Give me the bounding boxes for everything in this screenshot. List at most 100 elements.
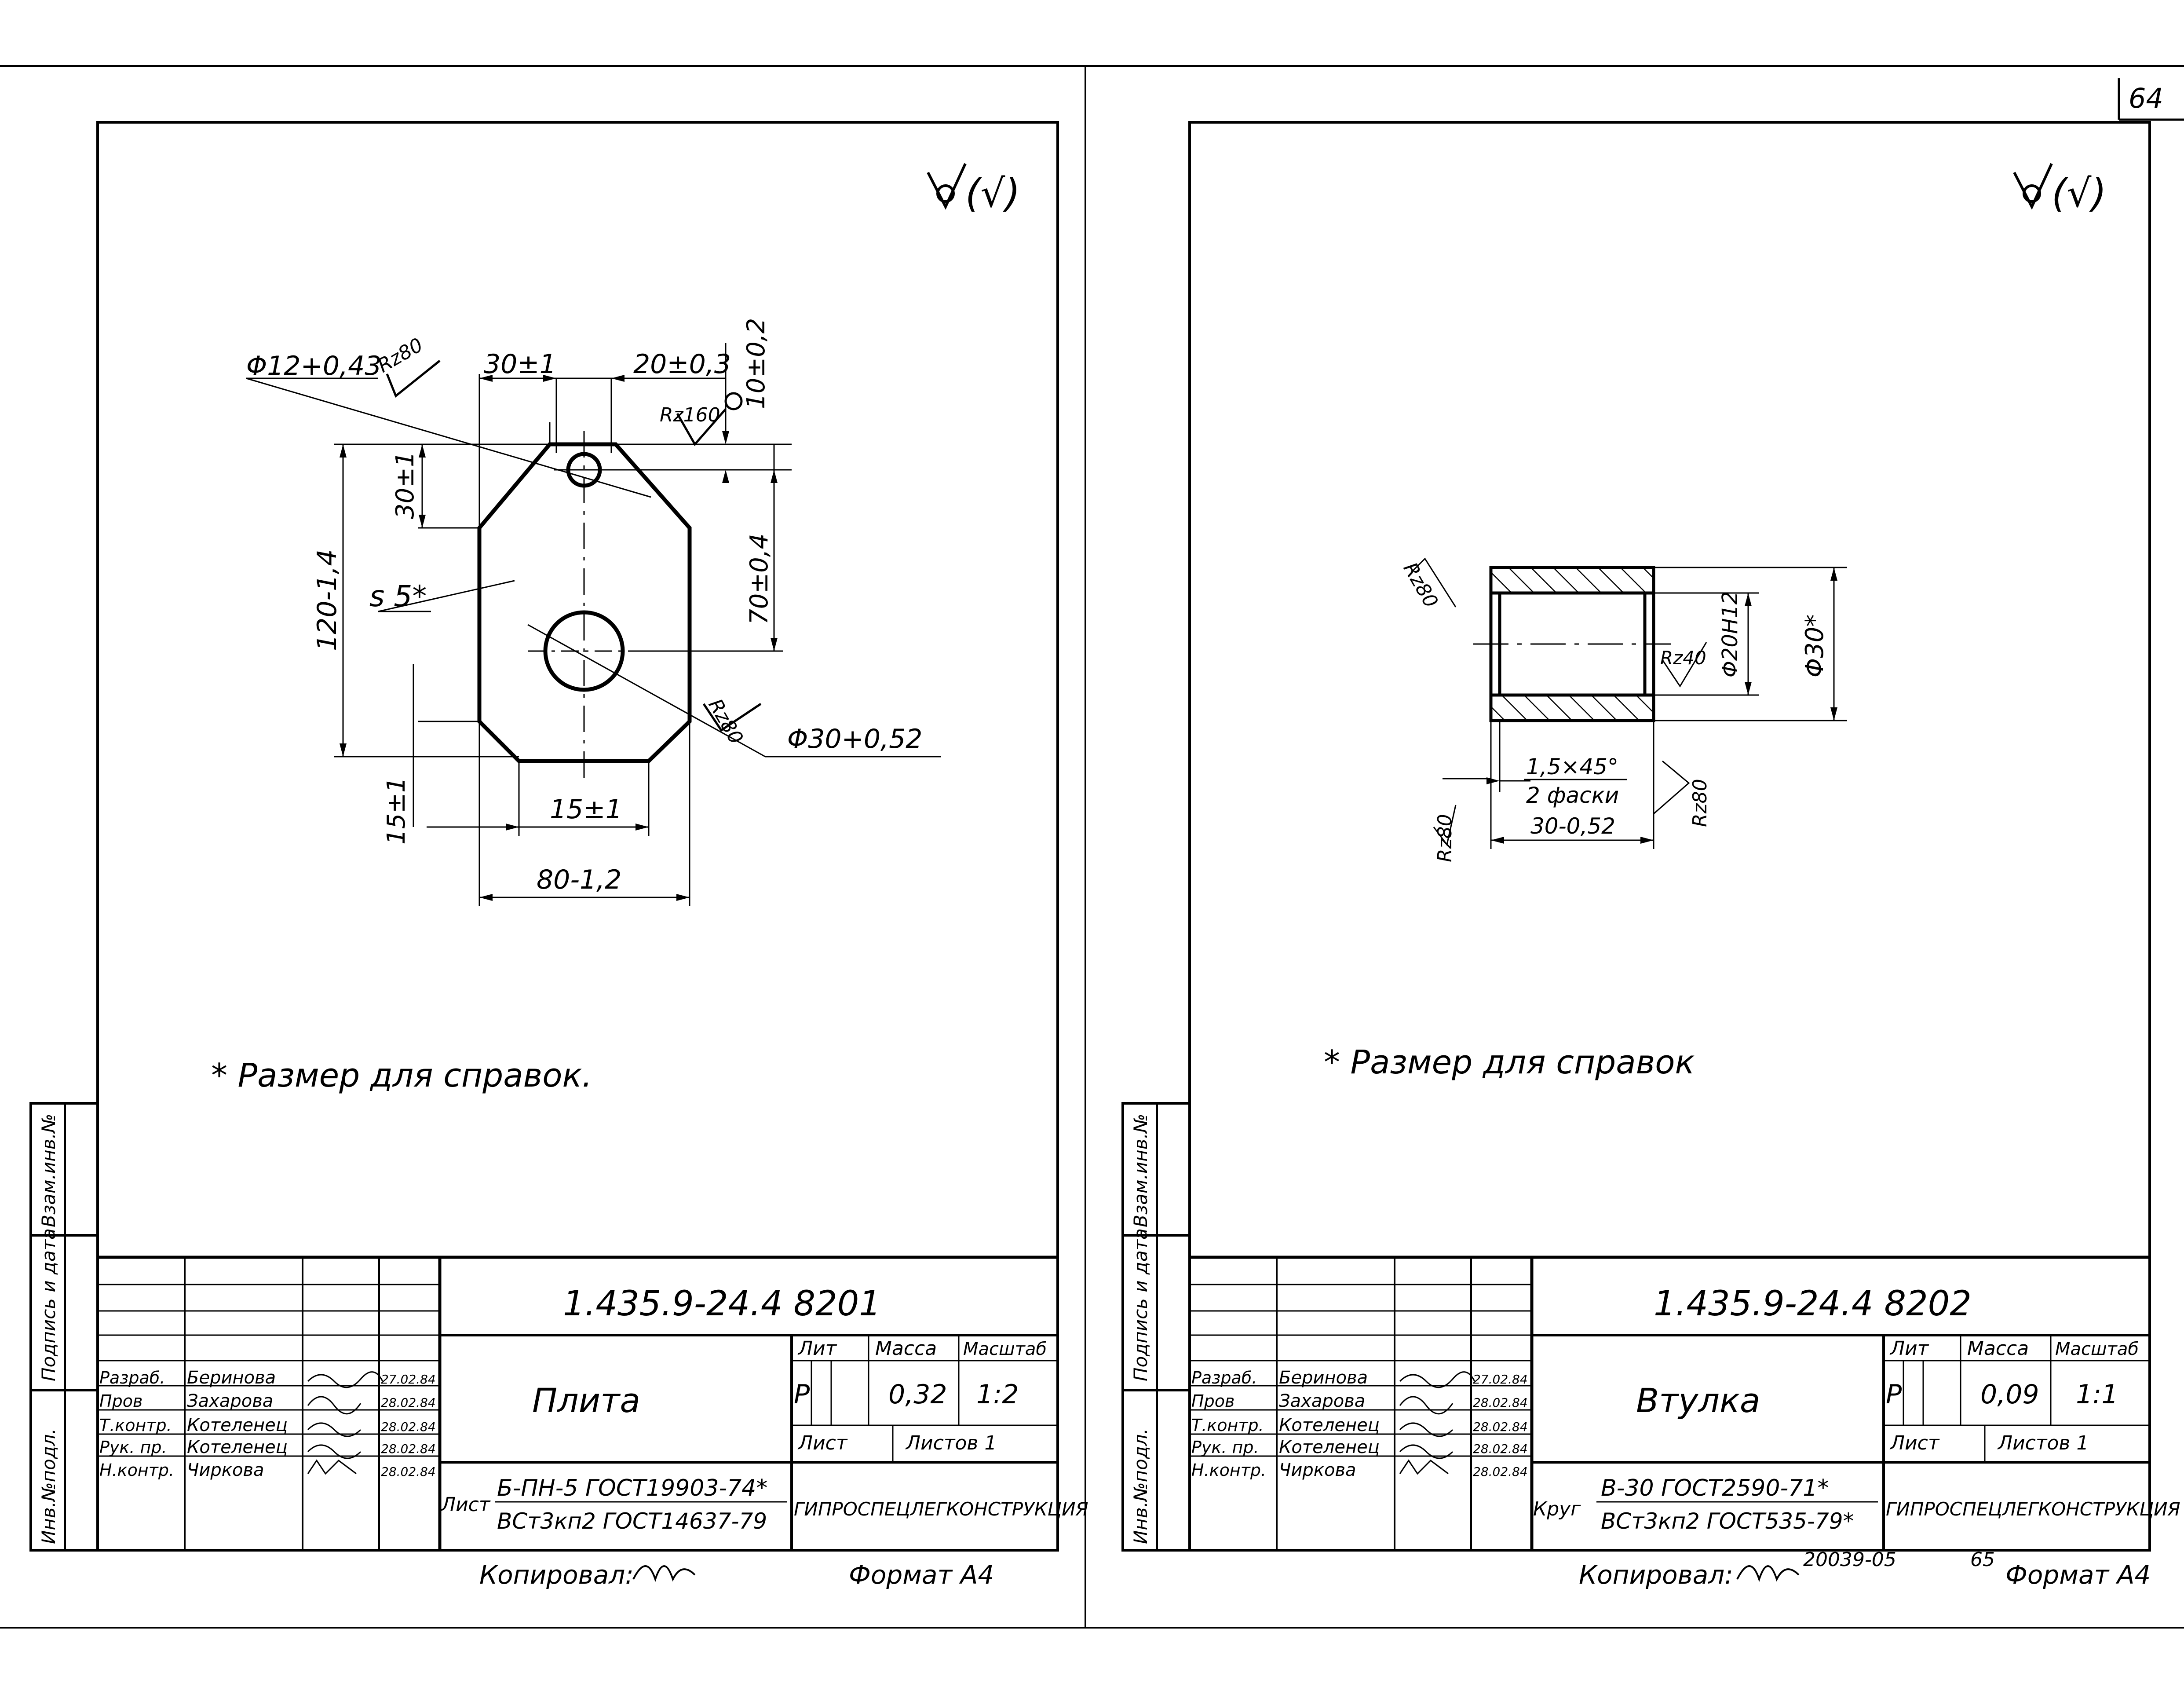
roughness-icon-r: [2013, 163, 2053, 210]
format-label-r: Формат А4: [2005, 1560, 2151, 1590]
side-label-inv-r: Инв.№подл.: [1130, 1428, 1151, 1544]
dim-d20h12: Φ20H12: [1718, 591, 1742, 677]
signature-marks: [307, 1371, 383, 1475]
col-scale-r: Масштаб: [2055, 1339, 2139, 1359]
roughness-icon: [927, 163, 967, 210]
material-prefix: Лист: [440, 1493, 491, 1516]
plate-dimensions: Φ12+0,43 Rz80 30±1 20±0,3 Rz160 10±0,2 3…: [246, 318, 922, 895]
role-ncontrol-r: Н.контр.: [1191, 1460, 1266, 1480]
dim-15h: 15±1: [550, 794, 622, 825]
copied-by: Копировал:: [479, 1560, 634, 1590]
side-label-replace-r: Взам.инв.№: [1130, 1114, 1151, 1227]
sheet-label-r: Лист: [1889, 1432, 1940, 1454]
dim-rz80-tl: Rz80: [1399, 559, 1442, 611]
left-title-block: [98, 1255, 1058, 1550]
name-4: Котеленец: [187, 1437, 288, 1457]
left-title-texts: 1.435.9-24.4 8201 Разраб. Пров Т.контр. …: [99, 1284, 1088, 1590]
date-1-r: 27.02.84: [1473, 1372, 1528, 1387]
plate-part: [246, 343, 941, 906]
date-5-r: 28.02.84: [1473, 1464, 1528, 1479]
bottom-page: 65: [1970, 1548, 1995, 1571]
col-scale: Масштаб: [963, 1339, 1047, 1359]
material-line1: Б-ПН-5 ГОСТ19903-74*: [497, 1475, 767, 1501]
name-5-r: Чиркова: [1279, 1460, 1356, 1480]
sheets-label-r: Листов 1: [1997, 1432, 2089, 1454]
role-ncontrol: Н.контр.: [99, 1460, 174, 1480]
part-name-r: Втулка: [1636, 1381, 1760, 1420]
mass-value-r: 0,09: [1980, 1379, 2039, 1410]
copier-signature: [632, 1565, 696, 1582]
organization: ГИПРОСПЕЦЛЕГКОНСТРУКЦИЯ: [794, 1498, 1088, 1520]
dim-chamfer-count: 2 фаски: [1526, 783, 1619, 808]
doc-code: 1.435.9-24.4 8201: [563, 1284, 881, 1324]
dim-d30: Φ30*: [1801, 615, 1829, 677]
lit-value-r: Р: [1886, 1379, 1902, 1410]
roughness-mark-r: (√): [2052, 171, 2107, 216]
material-line1-r: В-30 ГОСТ2590-71*: [1601, 1475, 1829, 1501]
dim-15v: 15±1: [382, 777, 411, 845]
signature-marks-r: [1399, 1371, 1475, 1475]
date-5: 28.02.84: [381, 1464, 436, 1479]
left-sheet: Инв.№подл. Подпись и дата Взам.инв.№ (√): [29, 121, 1088, 1590]
name-1-r: Беринова: [1279, 1368, 1368, 1388]
name-3: Котеленец: [187, 1415, 288, 1435]
dim-70: 70±0,4: [745, 534, 774, 625]
copier-signature-r: [1736, 1565, 1800, 1582]
name-4-r: Котеленец: [1279, 1437, 1380, 1457]
col-lit: Лит: [797, 1337, 837, 1360]
name-1: Беринова: [187, 1368, 276, 1388]
side-label-inv: Инв.№подл.: [38, 1428, 59, 1544]
role-head: Рук. пр.: [99, 1438, 167, 1457]
role-head-r: Рук. пр.: [1191, 1438, 1259, 1457]
copied-by-r: Копировал:: [1579, 1560, 1733, 1590]
doc-code-r: 1.435.9-24.4 8202: [1654, 1284, 1972, 1324]
dim-length: 30-0,52: [1530, 813, 1615, 839]
role-dev: Разраб.: [99, 1368, 165, 1387]
date-2-r: 28.02.84: [1473, 1395, 1528, 1410]
dim-rz160: Rz160: [660, 404, 720, 426]
dim-30v: 30±1: [391, 451, 420, 519]
right-sheet: Инв.№подл. Подпись и дата Взам.инв.№ (√): [1121, 121, 2180, 1590]
dim-small-hole: Φ12+0,43: [246, 351, 381, 381]
role-tcontrol: Т.контр.: [99, 1416, 172, 1435]
dim-20: 20±0,3: [633, 349, 731, 380]
left-frame: [29, 121, 1059, 1552]
format-label: Формат А4: [849, 1560, 994, 1590]
dim-120: 120-1,4: [312, 549, 343, 651]
mass-value: 0,32: [888, 1379, 947, 1410]
lit-value: Р: [794, 1379, 810, 1410]
bushing-dimensions: Rz80 Rz40 Φ20H12 Φ30* 1,5×45° 2 фаски 30…: [1399, 559, 1829, 862]
dim-80: 80-1,2: [537, 864, 621, 895]
organization-r: ГИПРОСПЕЦЛЕГКОНСТРУКЦИЯ: [1886, 1498, 2180, 1520]
right-title-texts: 1.435.9-24.4 8202 Разраб. Пров Т.контр. …: [1191, 1284, 2180, 1590]
date-4: 28.02.84: [381, 1442, 436, 1456]
dim-big-hole: Φ30+0,52: [787, 724, 922, 754]
right-title-block: [1190, 1255, 2150, 1550]
side-label-sign: Подпись и дата: [38, 1228, 59, 1381]
dim-rz40: Rz40: [1660, 647, 1706, 669]
sheet-label: Лист: [797, 1432, 848, 1454]
dim-thickness: s 5*: [369, 579, 427, 613]
material-line2: ВСт3кп2 ГОСТ14637-79: [497, 1508, 767, 1534]
side-label-sign-r: Подпись и дата: [1130, 1228, 1151, 1381]
scale-value: 1:2: [976, 1379, 1019, 1410]
page-number: 64: [2129, 82, 2163, 114]
dim-rz80-b: Rz80: [704, 695, 747, 748]
date-3: 28.02.84: [381, 1420, 436, 1434]
role-check: Пров: [99, 1391, 142, 1411]
dim-rz80-br: Rz80: [1689, 779, 1711, 827]
bushing-part: [1411, 557, 1847, 849]
material-line2-r: ВСт3кп2 ГОСТ535-79*: [1601, 1508, 1854, 1534]
col-lit-r: Лит: [1889, 1337, 1929, 1360]
name-3-r: Котеленец: [1279, 1415, 1380, 1435]
bottom-code: 20039-05: [1803, 1548, 1896, 1571]
reference-note: * Размер для справок.: [211, 1057, 592, 1094]
dim-chamfer: 1,5×45°: [1526, 754, 1618, 780]
role-check-r: Пров: [1191, 1391, 1234, 1411]
material-prefix-r: Круг: [1533, 1498, 1581, 1520]
part-name: Плита: [532, 1381, 640, 1420]
date-2: 28.02.84: [381, 1395, 436, 1410]
role-dev-r: Разраб.: [1191, 1368, 1257, 1387]
col-mass-r: Масса: [1967, 1337, 2029, 1360]
